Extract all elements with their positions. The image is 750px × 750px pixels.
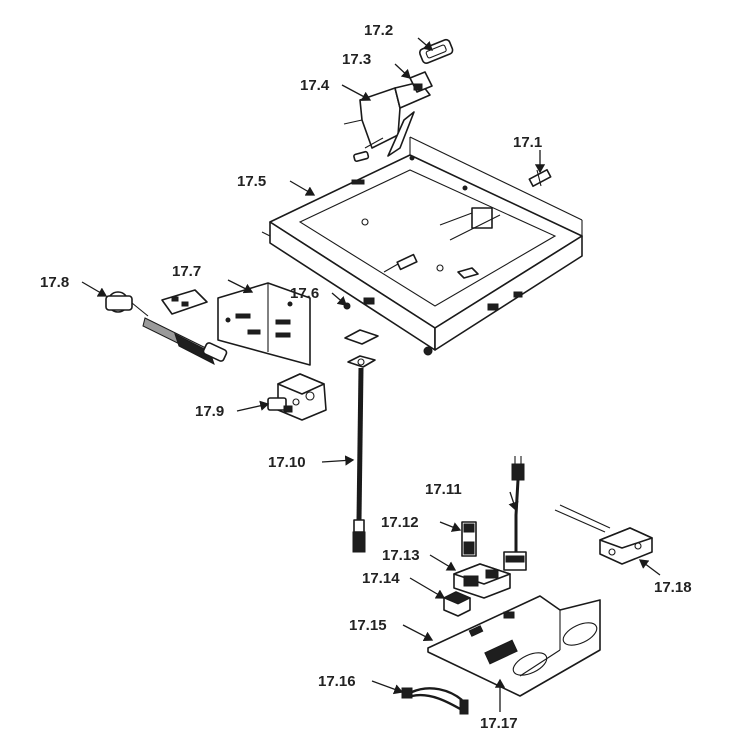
label-17-17: 17.17 <box>480 715 518 732</box>
part-17-2-gasket <box>418 38 454 65</box>
label-17-2: 17.2 <box>364 22 393 39</box>
label-17-16: 17.16 <box>318 673 356 690</box>
label-17-12: 17.12 <box>381 514 419 531</box>
part-17-7-plate <box>217 282 311 366</box>
part-17-10-thermocouple <box>344 329 379 553</box>
label-17-5: 17.5 <box>237 173 266 190</box>
part-labels: 17.1 17.2 17.3 17.4 17.5 17.6 17.7 17.8 … <box>40 22 692 732</box>
part-17-15-base-plate <box>427 595 601 697</box>
label-17-14: 17.14 <box>362 570 400 587</box>
label-17-13: 17.13 <box>382 547 420 564</box>
part-17-1-pin <box>528 168 552 188</box>
label-17-18: 17.18 <box>654 579 692 596</box>
label-17-7: 17.7 <box>172 263 201 280</box>
label-17-1: 17.1 <box>513 134 542 151</box>
part-17-12-module <box>461 521 477 557</box>
label-17-6: 17.6 <box>290 285 319 302</box>
part-17-5-tray <box>261 136 583 356</box>
callout-arrows <box>81 37 661 712</box>
part-17-16-wire-harness <box>401 687 469 715</box>
label-17-8: 17.8 <box>40 274 69 291</box>
label-17-3: 17.3 <box>342 51 371 68</box>
part-17-18-junction-box <box>554 504 653 565</box>
label-17-4: 17.4 <box>300 77 330 94</box>
part-17-13-control-board <box>453 563 511 599</box>
part-17-14-box <box>442 591 472 617</box>
label-17-11: 17.11 <box>425 481 462 498</box>
part-17-3-17-4-bracket <box>343 71 433 163</box>
label-17-9: 17.9 <box>195 403 224 420</box>
part-17-9-gas-valve <box>267 373 327 421</box>
label-17-15: 17.15 <box>349 617 387 634</box>
label-17-10: 17.10 <box>268 454 306 471</box>
part-17-11-power-cord <box>503 456 527 571</box>
part-17-8-burner-tube <box>105 289 228 366</box>
